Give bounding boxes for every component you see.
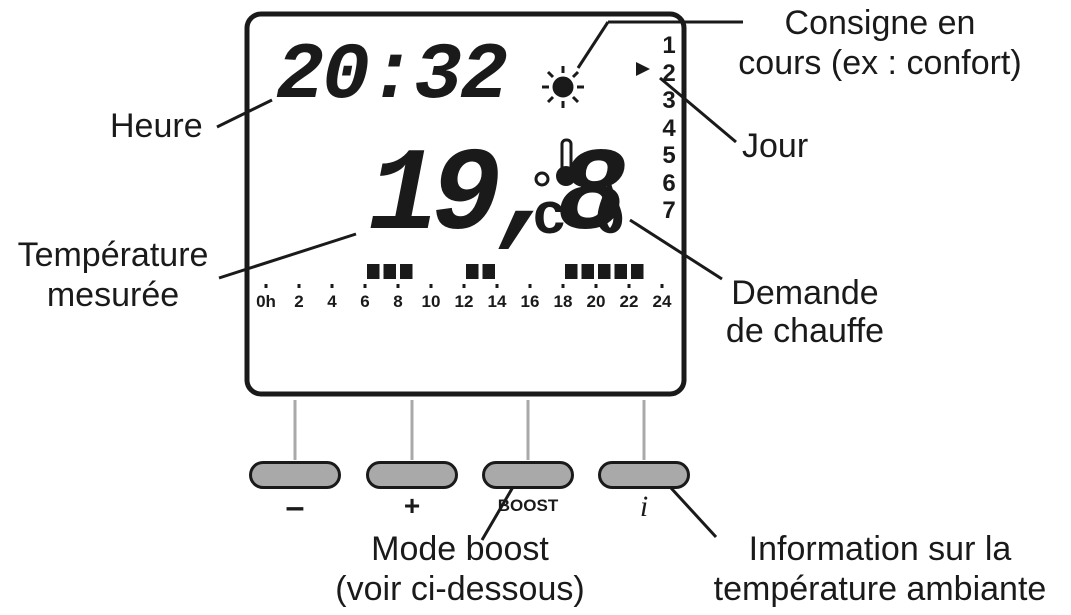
lcd-day-4: 4 [662, 114, 676, 142]
minus-button-label: – [285, 488, 305, 526]
minus-button[interactable] [249, 461, 341, 489]
lcd-temperature: 19,8 [368, 131, 627, 264]
program-block [614, 264, 627, 279]
callout-consigne-line2: cours (ex : confort) [738, 44, 1022, 82]
program-block [367, 264, 380, 279]
hour-label: 4 [327, 292, 337, 311]
hour-tick [594, 284, 598, 288]
lcd-day-5: 5 [662, 142, 676, 169]
program-block [383, 264, 396, 279]
program-block [581, 264, 594, 279]
leader-jour [659, 76, 737, 144]
callout-temperature-line2: mesurée [46, 276, 180, 314]
hour-label: 22 [619, 292, 639, 311]
callout-info-line1: Information sur la [748, 530, 1012, 568]
hour-tick [297, 284, 301, 288]
hour-tick [660, 284, 664, 288]
lcd-day-1: 1 [662, 32, 676, 59]
leader-heure [216, 98, 273, 129]
program-block [631, 264, 644, 279]
hour-tick [528, 284, 532, 288]
callout-heure: Heure [110, 107, 203, 145]
current-day-marker [636, 62, 650, 76]
hour-label: 24 [652, 292, 672, 311]
lcd-day-3: 3 [662, 87, 676, 114]
lcd-screen-frame [244, 11, 687, 397]
hour-label: 20 [586, 292, 606, 311]
hour-label: 10 [421, 292, 441, 311]
hour-tick [462, 284, 466, 288]
info-button[interactable] [598, 461, 690, 489]
hour-label: 0h [256, 292, 276, 311]
lcd-day-6: 6 [662, 169, 676, 197]
callout-boost-line1: Mode boost [371, 530, 549, 568]
hour-tick [330, 284, 334, 288]
boost-button-label: BOOST [497, 496, 559, 515]
leader-demande [629, 218, 723, 281]
leader-temperature [218, 232, 357, 280]
program-block [400, 264, 413, 279]
hour-label: 8 [393, 292, 403, 311]
lcd-day-2: 2 [662, 59, 676, 87]
sun-icon [542, 66, 584, 108]
lcd-time: 20:32 [276, 31, 508, 122]
hour-ticks [264, 284, 664, 288]
hour-label: 12 [454, 292, 474, 311]
flame-icon [597, 178, 623, 234]
hour-tick [264, 284, 268, 288]
info-button-label: i [639, 490, 649, 523]
callout-consigne-line1: Consigne en [784, 4, 976, 42]
button-stems [293, 400, 646, 460]
callout-temperature-line1: Température [17, 236, 209, 274]
callout-boost-line2: (voir ci-dessous) [335, 570, 585, 608]
program-block [482, 264, 495, 279]
hour-label: 18 [553, 292, 573, 311]
callout-info-line2: température ambiante [713, 570, 1047, 608]
boost-button[interactable] [482, 461, 574, 489]
hour-tick [363, 284, 367, 288]
plus-button[interactable] [366, 461, 458, 489]
program-block [466, 264, 479, 279]
hour-label: 16 [520, 292, 540, 311]
plus-button-label: + [403, 490, 421, 521]
callout-demande-line1: Demande [731, 274, 879, 312]
hour-tick [396, 284, 400, 288]
hour-label: 6 [360, 292, 370, 311]
program-block [565, 264, 578, 279]
hour-tick [429, 284, 433, 288]
leader-consigne-diag [576, 21, 610, 69]
hour-label: 14 [487, 292, 507, 311]
lcd-day-7: 7 [662, 197, 676, 224]
program-blocks [367, 264, 644, 279]
thermometer-icon [534, 138, 576, 187]
callout-jour: Jour [742, 127, 809, 165]
hour-tick [627, 284, 631, 288]
hour-label: 2 [294, 292, 304, 311]
hour-tick [561, 284, 565, 288]
lcd-temperature-unit: c [533, 181, 566, 246]
hour-tick [495, 284, 499, 288]
callout-demande-line2: de chauffe [725, 312, 885, 350]
program-block [598, 264, 611, 279]
